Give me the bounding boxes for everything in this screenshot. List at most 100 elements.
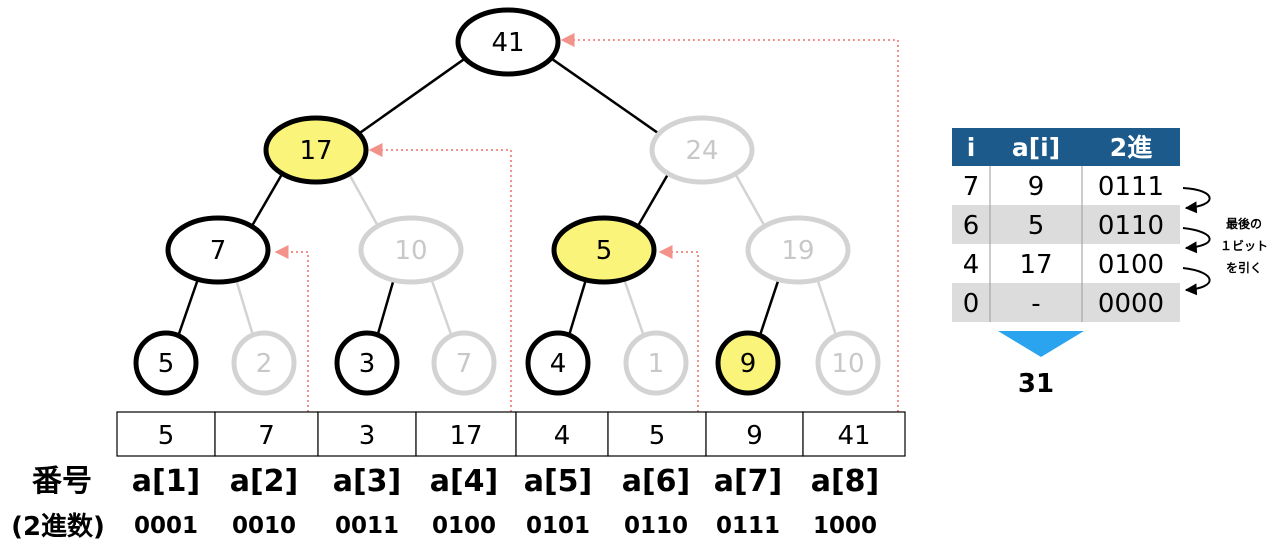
array-cell-value: 3 [359,421,376,451]
tree-node: 10 [815,330,881,396]
tree-edge [249,170,285,230]
table-cell: 4 [963,250,980,280]
array-name: a[1] [132,464,201,499]
array-cell-value: 5 [158,421,175,451]
tree-node: 9 [715,330,781,396]
tree-node-value: 24 [685,136,718,166]
tree-edge [757,276,781,339]
array-cell [515,411,609,457]
tree-node: 10 [358,215,464,285]
array-name: a[8] [811,464,880,499]
tree-node: 24 [649,115,755,185]
array-name: a[4] [430,464,499,499]
tree-node: 4 [525,330,591,396]
tree-node-value: 5 [596,236,613,266]
tree-node: 41 [455,7,561,77]
row-label-binary: (2進数) [11,512,105,542]
tree-edge [375,277,396,338]
tree-node-value: 17 [299,136,332,166]
tree-node-circle [745,215,851,285]
tree-edge [732,170,768,230]
prefix-sum-result: 31 [1018,369,1054,399]
tree-node-circle [525,330,591,396]
step-arrow [1182,227,1211,254]
table-cell: 0000 [1098,289,1164,319]
array-cell [214,411,319,457]
table-cell: 7 [963,172,980,202]
tree-node: 7 [431,330,497,396]
index-labels: 番号 a[1] a[2] a[3] a[4] a[5] a[6] a[7] a[8] (2進数) 0… [11,464,879,542]
table-cell: 0110 [1098,211,1164,241]
array-cell-value: 9 [746,421,763,451]
array-name: a[3] [333,464,402,499]
array-cell-value: 41 [837,421,870,451]
table-cell: 0100 [1098,250,1164,280]
tree-node-circle [133,330,199,396]
array-cell [607,411,707,457]
tree-node-value: 10 [831,349,864,379]
table-cell: 0111 [1098,172,1164,202]
tree-node-value: 7 [456,349,473,379]
update-arrow [368,143,512,412]
update-arrow [560,33,899,412]
array-name: a[2] [230,464,299,499]
array-cell [116,411,216,457]
step-arrow [1182,267,1211,296]
tree-node-circle [334,330,400,396]
tree-node: 17 [263,115,369,185]
tree-node: 1 [623,330,689,396]
tree-edge [355,55,469,137]
tree-edge [815,276,839,339]
array-cell-value: 4 [554,421,571,451]
tree-edges [176,55,839,339]
tree-node: 3 [334,330,400,396]
table-cell: 0 [963,289,980,319]
update-arrow [658,245,699,412]
tree-node: 5 [133,330,199,396]
tree-node-circle [649,115,755,185]
array-name: a[6] [622,464,691,499]
tree-node-value: 3 [359,349,376,379]
tree-node-value: 41 [491,28,524,58]
row-label-index: 番号 [32,464,92,499]
tree-edge [346,170,381,230]
table-header-cell: a[i] [1012,133,1060,162]
table-cell: 17 [1019,250,1052,280]
tree-node-circle [455,7,561,77]
tree-edge [234,276,255,338]
tree-edge [547,55,663,137]
tree-edge [635,170,671,230]
tree-node-value: 2 [256,349,273,379]
table-header-cell: i [967,133,976,162]
array-cell-value: 7 [258,421,275,451]
tree-edge [176,276,200,339]
array-name: a[5] [524,464,593,499]
tree-node-circle [263,115,369,185]
tree-edge [429,276,454,339]
tree-node-circle [715,330,781,396]
array-name: a[7] [714,464,783,499]
step-note: １ビット [1220,238,1268,253]
array-binary: 0101 [526,513,590,539]
tree-node: 2 [231,330,297,396]
tree-node-value: 5 [158,349,175,379]
tree-node: 7 [165,215,271,285]
table-cell: 6 [963,211,980,241]
table-cell: - [1031,289,1040,319]
array-binary: 0010 [232,513,296,539]
table-header-bg [952,128,1180,166]
array-binary: 0001 [134,513,198,539]
tree-node-value: 1 [648,349,665,379]
step-note: を引く [1226,261,1262,275]
tree-node-value: 10 [394,236,427,266]
tree-node: 19 [745,215,851,285]
tree-edge [622,276,646,339]
table-cell: 5 [1028,211,1045,241]
tree-node-circle [231,330,297,396]
table-cell: 9 [1028,172,1045,202]
table-header-cell: 2進 [1110,133,1152,162]
array-cell [317,411,417,457]
